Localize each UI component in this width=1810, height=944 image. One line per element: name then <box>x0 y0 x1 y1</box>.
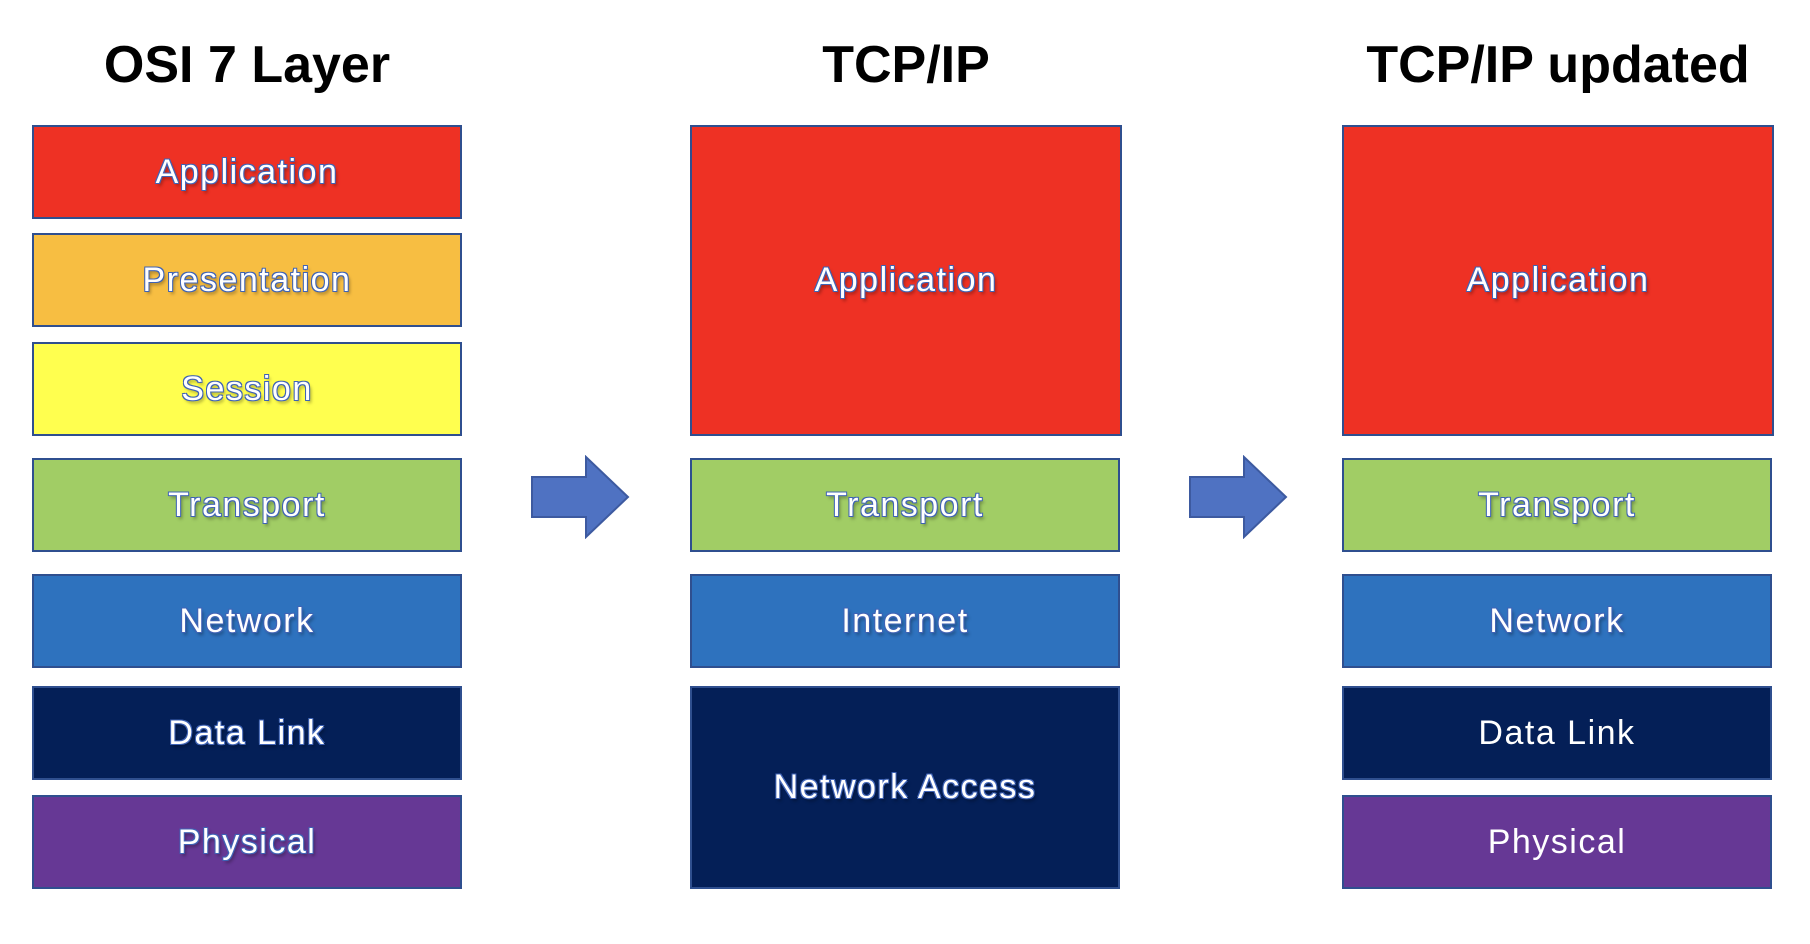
layer-label: Network Access <box>773 768 1037 806</box>
osi-layer-presentation: Presentation <box>32 233 462 327</box>
right-arrow-icon <box>1189 455 1288 539</box>
layer-label: Internet <box>841 601 969 640</box>
tcpip-updated-layer-physical: Physical <box>1342 795 1772 889</box>
layer-label: Physical <box>1487 822 1627 861</box>
osi-layer-application: Application <box>32 125 462 219</box>
tcpip-updated-column-title: TCP/IP updated <box>1366 36 1750 94</box>
layer-label: Physical <box>177 822 317 861</box>
layer-label: Transport <box>168 485 326 524</box>
osi-layer-session: Session <box>32 342 462 436</box>
osi-column-title: OSI 7 Layer <box>103 36 391 94</box>
layer-label: Presentation <box>142 260 352 299</box>
tcpip-column-title: TCP/IP <box>822 36 990 94</box>
layer-label: Transport <box>1478 485 1636 524</box>
right-arrow-icon <box>531 455 630 539</box>
tcpip-layer-application: Application <box>690 125 1122 436</box>
layer-label: Network <box>1489 601 1625 640</box>
layer-label: Application <box>814 261 998 299</box>
layer-label: Data Link <box>1478 713 1636 752</box>
tcpip-updated-layer-data-link: Data Link <box>1342 686 1772 780</box>
tcpip-updated-layer-network: Network <box>1342 574 1772 668</box>
osi-layer-physical: Physical <box>32 795 462 889</box>
layer-label: Application <box>155 152 339 191</box>
layer-label: Data Link <box>168 713 326 752</box>
layer-label: Network <box>179 601 315 640</box>
osi-layer-transport: Transport <box>32 458 462 552</box>
layer-label: Application <box>1466 261 1650 299</box>
tcpip-layer-internet: Internet <box>690 574 1120 668</box>
layer-label: Transport <box>826 485 984 524</box>
osi-layer-network: Network <box>32 574 462 668</box>
tcpip-updated-layer-application: Application <box>1342 125 1774 436</box>
tcpip-layer-network-access: Network Access <box>690 686 1120 889</box>
layer-label: Session <box>181 369 313 408</box>
tcpip-layer-transport: Transport <box>690 458 1120 552</box>
tcpip-updated-layer-transport: Transport <box>1342 458 1772 552</box>
osi-layer-data-link: Data Link <box>32 686 462 780</box>
